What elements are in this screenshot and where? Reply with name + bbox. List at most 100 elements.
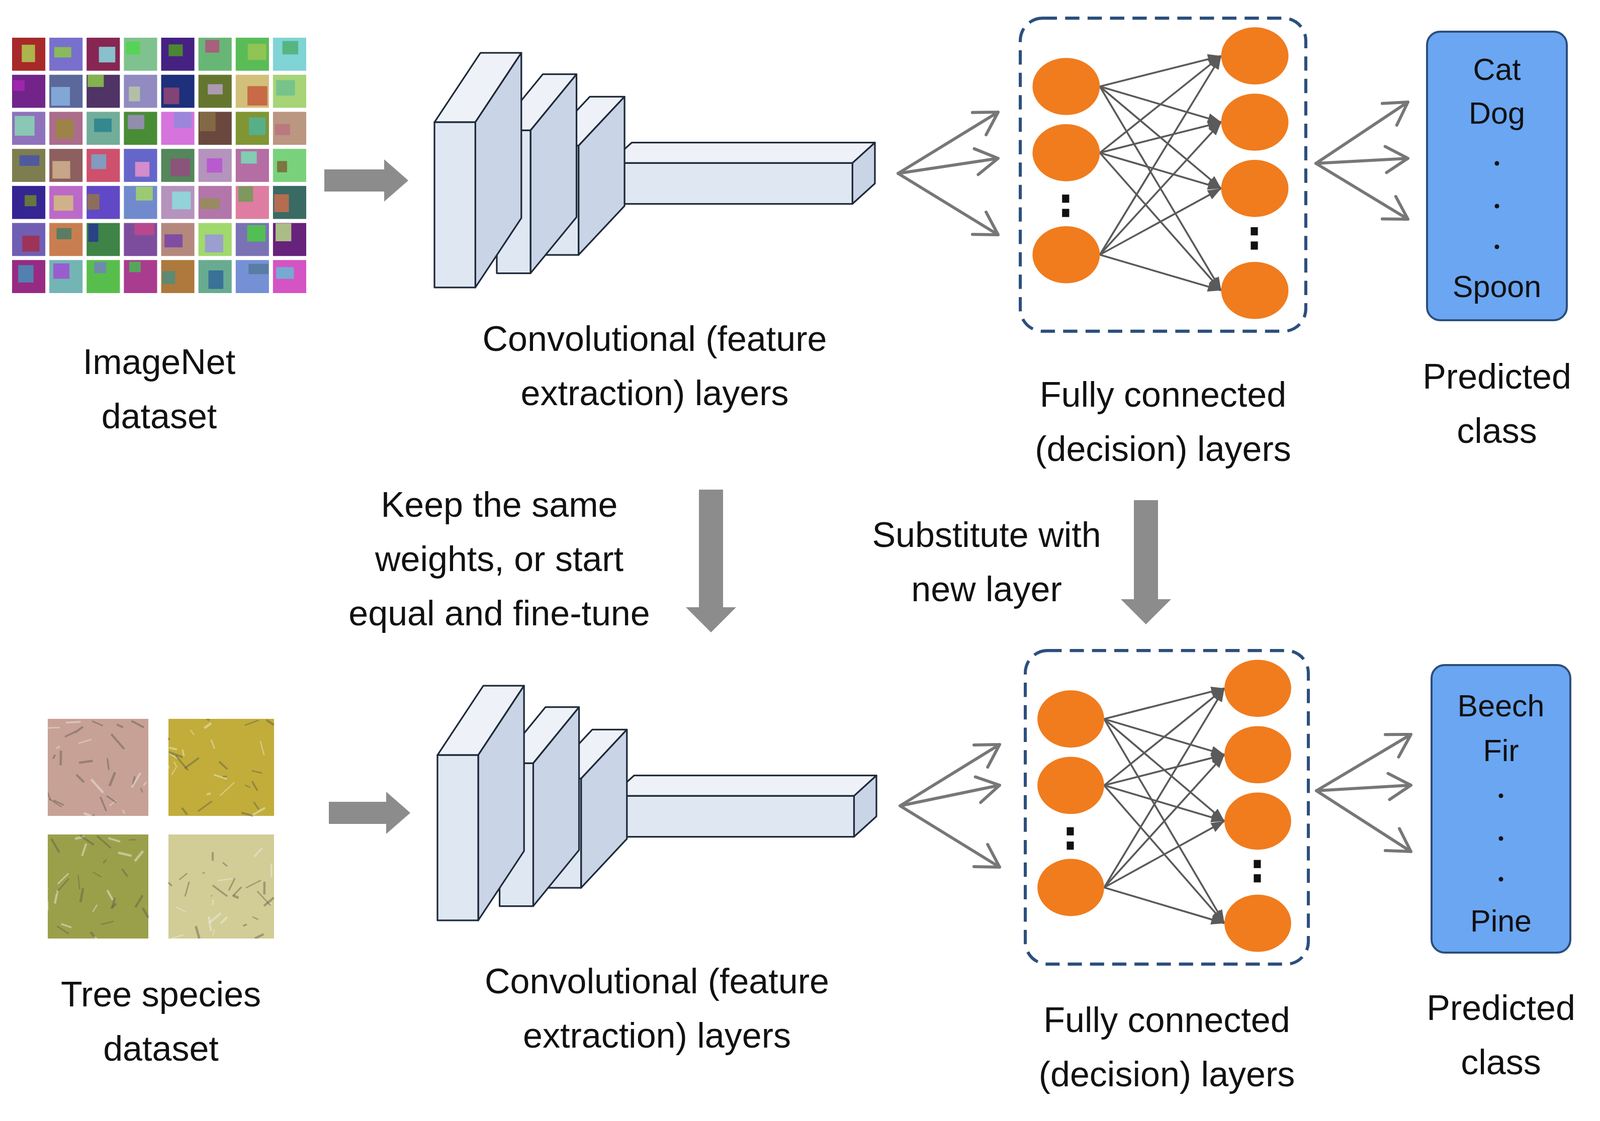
- photo-detail: [87, 74, 104, 87]
- photo-tile: [12, 259, 46, 294]
- ellipsis-dot: [1250, 227, 1258, 236]
- photo-tile: [123, 111, 157, 145]
- texture-stroke: [241, 813, 253, 817]
- neuron-link: [1104, 688, 1225, 786]
- neuron-link-head: [1211, 754, 1225, 768]
- texture-stroke: [212, 929, 215, 936]
- photo-tile: [235, 259, 270, 294]
- texture-stroke: [78, 760, 93, 763]
- texture-stroke: [143, 781, 147, 786]
- layer-side: [581, 729, 628, 888]
- texture-stroke: [92, 905, 98, 913]
- photo-tile: [86, 111, 120, 145]
- neuron-link: [1104, 719, 1225, 924]
- photo-detail: [94, 118, 112, 133]
- texture-stroke: [171, 935, 184, 939]
- conv-layers-illustration: [433, 48, 876, 289]
- photo-tile: [123, 186, 157, 220]
- texture-stroke: [175, 756, 189, 771]
- texture-stroke: [182, 808, 188, 815]
- texture-stroke: [74, 727, 83, 734]
- texture-stroke: [195, 926, 200, 939]
- texture-stroke: [78, 875, 80, 890]
- texture-stroke: [222, 775, 227, 778]
- photo-tile: [49, 186, 83, 220]
- photo-tile: [123, 37, 157, 71]
- texture-stroke: [251, 770, 263, 774]
- photo-tile: [198, 111, 232, 145]
- texture-stroke: [270, 903, 273, 905]
- texture-stroke: [202, 872, 206, 874]
- photo-detail: [129, 261, 141, 273]
- photo-tile: [161, 37, 195, 71]
- photo-detail: [199, 112, 216, 132]
- neuron: [1037, 690, 1105, 748]
- texture-stroke: [184, 758, 199, 769]
- photo-detail: [247, 43, 267, 60]
- texture-stroke: [103, 859, 107, 864]
- neuron-link: [1104, 887, 1225, 924]
- photo-tile: [86, 74, 120, 109]
- neuron-link-head: [1208, 122, 1221, 136]
- ellipsis-dot: [1494, 161, 1500, 166]
- photo-detail: [247, 85, 268, 106]
- layer-side: [853, 775, 877, 838]
- photo-detail: [56, 228, 72, 240]
- photo-detail: [274, 194, 289, 213]
- photo-detail: [127, 115, 145, 130]
- layer-front: [611, 795, 854, 837]
- texture-stroke: [212, 899, 215, 906]
- layer-front: [437, 755, 479, 921]
- neuron: [1221, 27, 1289, 85]
- photo-tile: [12, 74, 46, 109]
- texture-stroke: [109, 772, 116, 786]
- class-box: CatDogSpoonPredicted class: [1426, 30, 1568, 322]
- texture-stroke: [100, 796, 107, 812]
- photo-tile: [235, 74, 270, 109]
- photo-detail: [205, 234, 224, 253]
- texture-stroke: [79, 835, 94, 846]
- texture-stroke: [253, 847, 262, 857]
- texture-stroke: [206, 793, 211, 795]
- texture-stroke: [175, 907, 187, 913]
- photo-detail: [94, 262, 107, 274]
- neuron-link: [1099, 122, 1221, 255]
- edge-label: Keep the same weights, or start equal an…: [343, 477, 656, 641]
- texture-stroke: [122, 810, 125, 814]
- layer-front: [609, 162, 853, 204]
- texture-stroke: [107, 890, 113, 901]
- texture-stroke: [242, 924, 247, 927]
- texture-stroke: [212, 885, 228, 897]
- texture-stroke: [263, 897, 275, 907]
- ellipsis-dot: [1498, 836, 1504, 842]
- tree-tile: [47, 719, 149, 817]
- caption: Fully connected (decision) layers: [1007, 367, 1319, 477]
- photo-tile: [273, 111, 307, 145]
- layer-side: [478, 685, 524, 921]
- texture-stroke: [211, 895, 213, 897]
- photo-tile: [86, 148, 120, 183]
- texture-stroke: [228, 878, 235, 891]
- tree-tile: [168, 834, 275, 939]
- photo-tile: [12, 148, 46, 183]
- photo-detail: [282, 41, 299, 55]
- photo-tile: [123, 259, 157, 294]
- neuron: [1221, 261, 1289, 320]
- photo-detail: [134, 223, 155, 236]
- texture-stroke: [244, 720, 259, 726]
- neuron: [1037, 859, 1105, 917]
- photo-detail: [135, 161, 150, 177]
- photo-tile: [49, 74, 83, 109]
- photo-tile: [161, 111, 195, 145]
- photo-tile: [12, 37, 46, 71]
- neuron: [1037, 756, 1105, 815]
- texture-stroke: [131, 772, 141, 788]
- neuron: [1221, 93, 1289, 151]
- texture-stroke: [134, 851, 143, 862]
- dataset-images: ImageNet dataset: [12, 37, 307, 294]
- texture-stroke: [47, 901, 49, 912]
- photo-detail: [238, 186, 253, 203]
- texture-stroke: [61, 924, 72, 928]
- tree-images: [47, 719, 275, 939]
